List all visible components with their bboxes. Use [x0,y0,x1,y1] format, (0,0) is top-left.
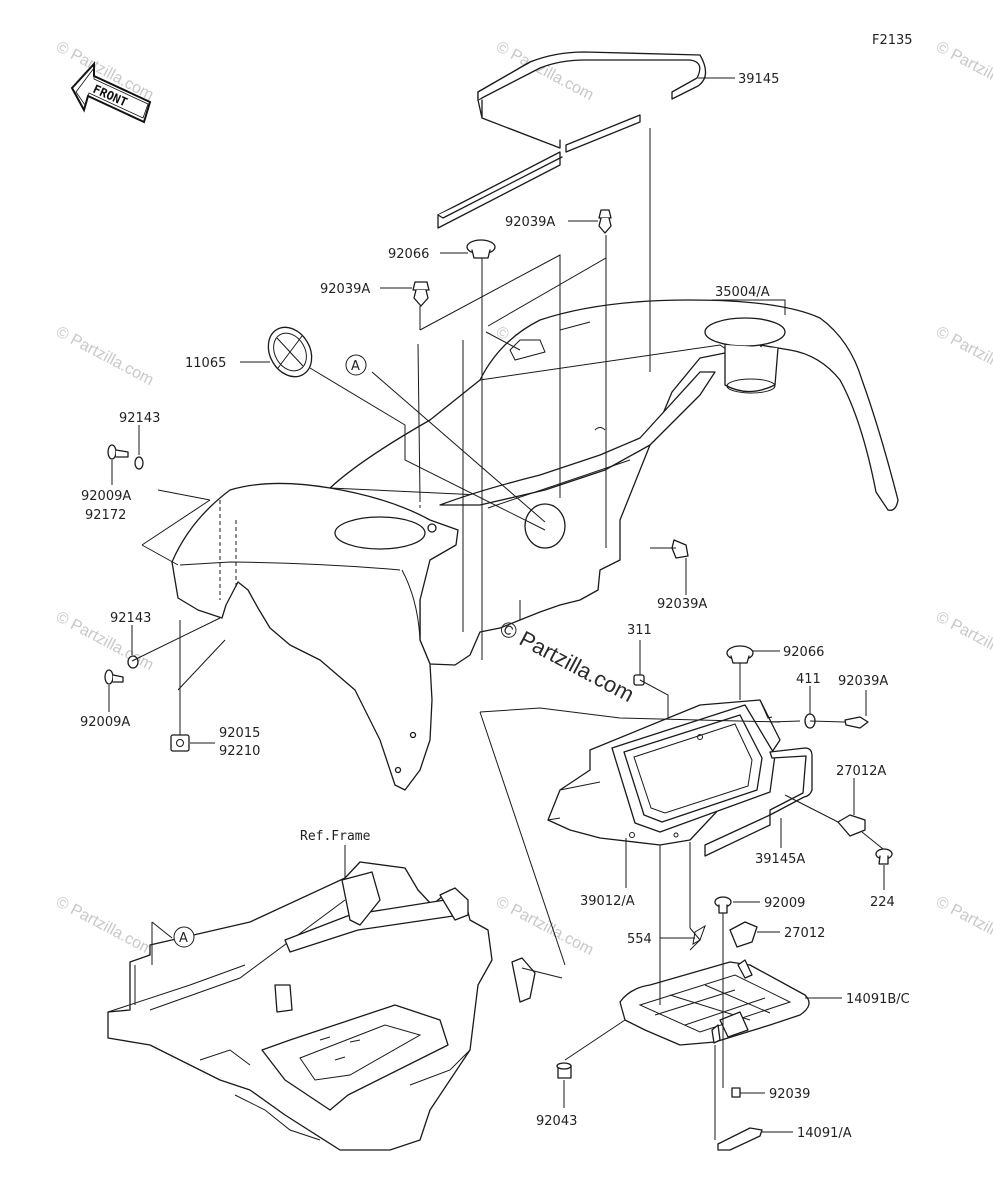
washer-92143-mid [127,655,139,669]
part-label-411: 411 [796,672,821,687]
rear-fender-35004A [329,299,899,666]
callout-A-label: A [351,359,360,374]
bracket-27012A [837,814,866,837]
reference-frame [107,845,563,1151]
cap-11065 [267,326,313,378]
part-label-311: 311 [627,623,652,638]
screw-224 [875,848,893,865]
handle-14091A [717,1127,763,1151]
assembly-lines-lower [479,663,884,1140]
part-label-14091A: 14091/A [797,1126,852,1141]
front-arrow-icon: FRONT [70,61,152,124]
watermark: © Partzilla.com [933,609,993,675]
rivet-92039 [731,1087,741,1098]
callout-A-upper: A [345,354,367,376]
watermark: © Partzilla.com [933,324,993,390]
watermark: © Partzilla.com [53,894,156,960]
part-label-92210: 92210 [219,744,260,759]
bolt-92009 [714,896,732,914]
part-label-27012: 27012 [784,926,825,941]
watermark: © Partzilla.com [933,39,993,105]
storage-box-39012A [547,699,781,846]
part-label-554: 554 [627,932,652,947]
watermark: © Partzilla.com [933,894,993,960]
rivet-92039A-far [844,716,869,729]
part-label-224: 224 [870,895,895,910]
callout-A-label: A [179,931,188,946]
nut-92015 [170,734,190,752]
rivet-92039A-top [598,209,612,234]
part-label-92143-top: 92143 [119,411,160,426]
callout-A-lower: A [173,926,195,948]
part-label-92039: 92039 [769,1087,810,1102]
hinge-27012 [729,921,758,948]
part-label-92039A-far: 92039A [838,674,888,689]
bolt-92009A-mid [104,669,124,685]
cap-92066-right [726,645,754,664]
nut-311 [633,674,645,686]
part-label-92039A-right: 92039A [657,597,707,612]
part-label-39145: 39145 [738,72,779,87]
ref-frame-label: Ref.Frame [300,829,371,844]
watermark-center: © Partzilla.com [496,615,639,707]
assembly-lines-upper [131,128,676,735]
part-label-35004A: 35004/A [715,285,770,300]
part-label-39145A: 39145A [755,852,805,867]
part-label-92039A-top: 92039A [505,215,555,230]
part-label-92009: 92009 [764,896,805,911]
pin-92043 [556,1062,572,1079]
part-label-92039A-left: 92039A [320,282,370,297]
part-label-39012A: 39012/A [580,894,635,909]
rivet-92039A-left [412,281,430,307]
part-label-92015: 92015 [219,726,260,741]
watermark: © Partzilla.com [493,39,596,105]
part-label-92043: 92043 [536,1114,577,1129]
part-label-92172: 92172 [85,508,126,523]
lid-14091BC [619,959,810,1046]
part-label-92143-mid: 92143 [110,611,151,626]
watermark: © Partzilla.com [53,324,156,390]
part-label-92009A-mid: 92009A [80,715,130,730]
bolt-92009A-top [107,444,129,460]
part-labels: 39145 92039A 92066 92039A 35004/A 11065 … [80,72,910,1141]
part-label-27012A: 27012A [836,764,886,779]
part-label-11065: 11065 [185,356,226,371]
part-label-92066-top: 92066 [388,247,429,262]
part-label-92066-right: 92066 [783,645,824,660]
part-label-14091BC: 14091B/C [846,992,910,1007]
fastener-92066-top [466,239,496,259]
rivet-92039A-right [671,539,689,559]
diagram-code: F2135 [872,33,913,48]
washer-92143-top [134,456,144,470]
seal-trim-39145A [704,747,813,857]
seal-trim-39145 [437,51,707,229]
part-label-92009A-top: 92009A [81,489,131,504]
front-fender [171,482,459,791]
